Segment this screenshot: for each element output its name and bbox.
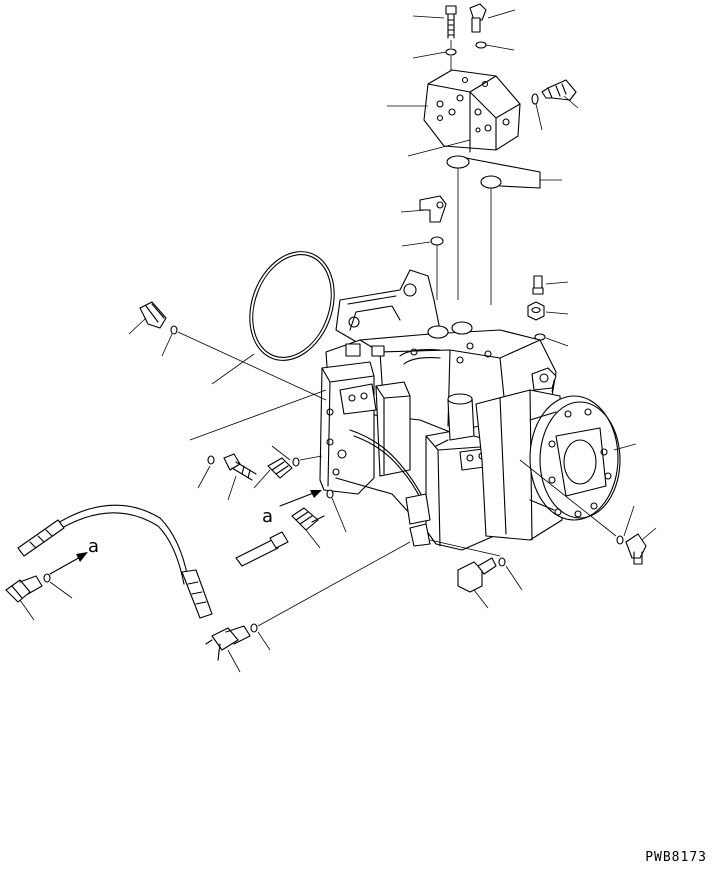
hose-assembly	[17, 504, 213, 619]
manifold-side-o-ring	[531, 93, 539, 105]
top-elbow-fitting	[469, 3, 487, 33]
top-washer	[445, 48, 457, 56]
tee-o-ring	[250, 623, 258, 633]
tee-fitting	[205, 625, 251, 661]
view-arrow-a-left	[49, 552, 88, 575]
flange-o-ring	[616, 535, 624, 545]
elbow-o-ring	[430, 236, 444, 246]
main-pump-assembly	[319, 269, 621, 551]
manifold-pressure-sensor	[541, 79, 577, 101]
view-arrow-a-middle	[279, 490, 322, 507]
flange-elbow-fitting	[625, 533, 647, 565]
lower-right-o-ring	[498, 557, 506, 567]
top-manifold-block	[423, 69, 521, 153]
hose-nipple	[267, 457, 293, 479]
left-sensor-o-ring	[170, 325, 178, 335]
small-o-ring	[207, 455, 215, 465]
nut	[527, 301, 545, 321]
hose-end-fitting	[235, 531, 289, 567]
plug-fitting	[532, 275, 544, 295]
left-adapter-fitting	[5, 575, 43, 603]
left-pressure-sensor	[139, 301, 167, 329]
manifold-gaskets	[446, 155, 541, 305]
drawing-code: PWB8173	[645, 850, 707, 865]
elbow-fitting	[419, 195, 447, 223]
top-o-ring	[475, 41, 487, 49]
lower-right-sensor	[457, 557, 497, 593]
fitting-o-ring	[326, 489, 334, 499]
nipple-o-ring	[292, 457, 300, 467]
view-label-a-middle: a	[262, 506, 273, 527]
leader-lines	[19, 9, 657, 673]
hollow-bolt	[223, 453, 257, 481]
left-adapter-o-ring	[43, 573, 51, 583]
large-o-ring	[249, 251, 335, 361]
straight-fitting	[291, 507, 325, 531]
top-bolt	[445, 5, 457, 39]
view-label-a-left: a	[88, 536, 99, 557]
